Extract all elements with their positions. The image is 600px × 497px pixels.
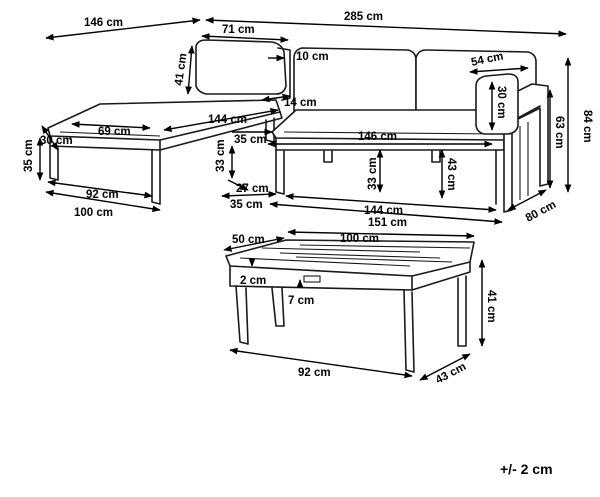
coffee-table xyxy=(225,239,475,373)
dim-label-63: 63 cm xyxy=(553,116,565,149)
dim-label-10: 10 cm xyxy=(296,51,329,63)
dim-label-71: 71 cm xyxy=(222,24,255,36)
dim-label-35-seat: 35 cm xyxy=(234,134,267,146)
dimension-lines xyxy=(36,16,572,381)
dim-label-100-table: 100 cm xyxy=(340,233,379,245)
dim-label-30-pillow: 30 cm xyxy=(495,86,507,119)
sofa xyxy=(271,47,549,213)
dim-label-84: 84 cm xyxy=(581,110,593,143)
dim-label-92-chaise: 92 cm xyxy=(86,189,119,201)
dim-label-146-top: 146 cm xyxy=(84,17,123,29)
dim-label-41-backrest: 41 cm xyxy=(173,52,189,86)
dim-label-69: 69 cm xyxy=(98,126,131,138)
dim-label-50: 50 cm xyxy=(232,234,265,246)
dim-label-30-chaise: 30 cm xyxy=(40,135,73,147)
dim-label-35-chaise-height: 35 cm xyxy=(23,139,35,172)
dim-label-285: 285 cm xyxy=(344,11,383,23)
dim-label-2: 2 cm xyxy=(240,275,266,287)
dim-label-35-depth: 35 cm xyxy=(230,199,263,211)
dim-label-80: 80 cm xyxy=(524,199,558,225)
tolerance-note: +/- 2 cm xyxy=(500,461,553,477)
dim-label-14: 14 cm xyxy=(284,97,317,109)
dim-label-144-chaise: 144 cm xyxy=(208,114,247,126)
dim-label-33-middle: 33 cm xyxy=(367,157,379,190)
dim-label-43-sofa: 43 cm xyxy=(445,158,457,191)
dim-label-41-table: 41 cm xyxy=(485,290,497,323)
dim-label-33-left: 33 cm xyxy=(215,139,227,172)
dim-label-151: 151 cm xyxy=(368,217,407,229)
dim-label-144-sofa: 144 cm xyxy=(364,205,403,217)
dim-label-7: 7 cm xyxy=(288,295,314,307)
dim-label-27: 27 cm xyxy=(236,183,269,195)
dim-label-92-table: 92 cm xyxy=(298,367,331,379)
dimension-labels: 146 cm 285 cm 71 cm 10 cm 41 cm 54 cm 84… xyxy=(23,11,593,477)
dim-label-100-chaise: 100 cm xyxy=(74,207,113,219)
dim-label-146-sofa: 146 cm xyxy=(358,131,397,143)
chaise-lounge xyxy=(47,39,291,205)
